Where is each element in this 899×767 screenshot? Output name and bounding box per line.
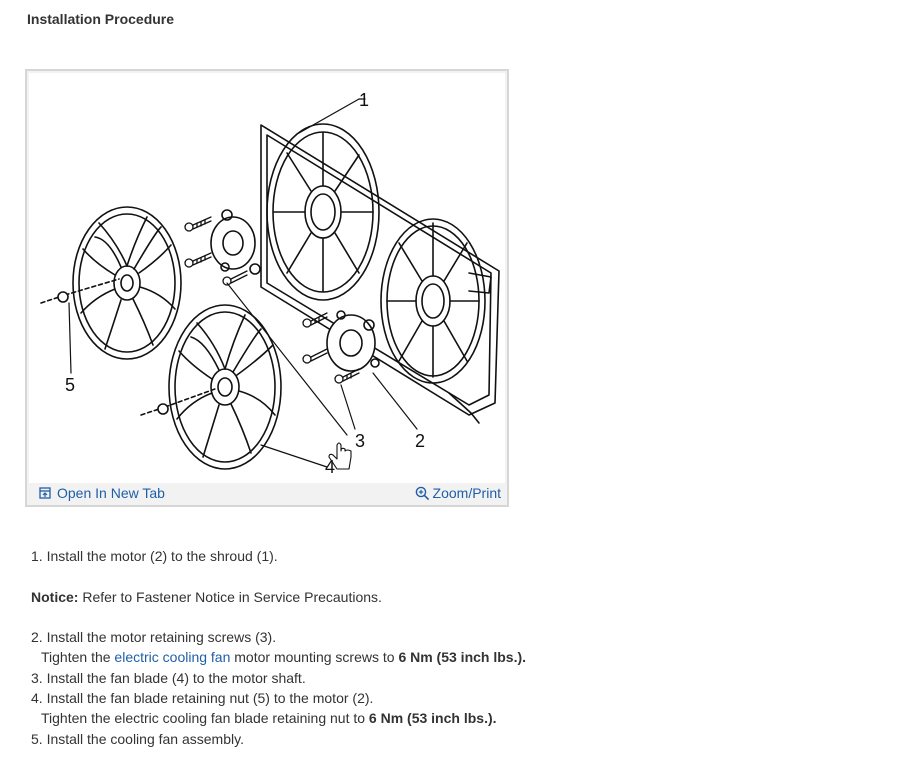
step-5: 5. Install the cooling fan assembly. xyxy=(31,730,244,747)
figure-toolbar: Open In New Tab Zoom/Print xyxy=(27,483,507,505)
torque-value: 6 Nm (53 inch lbs.). xyxy=(368,710,497,727)
notice-text: Refer to Fastener Notice in Service Prec… xyxy=(78,588,382,605)
zoom-print-link[interactable]: Zoom/Print xyxy=(415,485,501,501)
callout-2: 2 xyxy=(415,431,425,451)
fan-blade-upper xyxy=(72,206,182,360)
lower-motor-part xyxy=(326,310,380,372)
fan-blade-lower xyxy=(168,304,282,470)
step-4: 4. Install the fan blade retaining nut (… xyxy=(31,690,374,707)
figure-panel: 1 2 3 4 5 Open In New Tab xyxy=(25,69,509,507)
open-in-new-tab-link[interactable]: Open In New Tab xyxy=(39,485,165,501)
torque-value: 6 Nm (53 inch lbs.). xyxy=(398,649,527,666)
step-2-torque: Tighten the electric cooling fan motor m… xyxy=(41,649,527,666)
notice-label: Notice: xyxy=(31,588,79,605)
zoom-print-label: Zoom/Print xyxy=(432,485,501,501)
exploded-view-illustration: 1 2 3 4 5 xyxy=(40,90,500,477)
electric-cooling-fan-link[interactable]: electric cooling fan xyxy=(114,649,231,666)
cooling-fan-diagram[interactable]: 1 2 3 4 5 xyxy=(29,73,505,483)
procedure-steps: 1. Install the motor (2) to the shroud (… xyxy=(31,546,871,749)
open-new-tab-icon xyxy=(39,487,51,499)
callout-leaders xyxy=(68,98,418,468)
zoom-icon xyxy=(415,486,430,501)
callout-3: 3 xyxy=(355,431,365,451)
retaining-nuts xyxy=(40,278,216,416)
step-2: 2. Install the motor retaining screws (3… xyxy=(31,629,277,646)
page-title: Installation Procedure xyxy=(27,11,175,27)
step-3: 3. Install the fan blade (4) to the moto… xyxy=(31,669,306,686)
callout-5: 5 xyxy=(65,375,75,395)
notice: Notice: Refer to Fastener Notice in Serv… xyxy=(31,587,871,607)
open-in-new-tab-label: Open In New Tab xyxy=(57,485,165,501)
callout-1: 1 xyxy=(359,90,369,110)
shroud-part xyxy=(260,123,500,424)
step-4-torque: Tighten the electric cooling fan blade r… xyxy=(41,710,497,727)
upper-motor-part xyxy=(210,209,261,275)
hand-cursor-icon xyxy=(328,442,352,470)
step-1: 1. Install the motor (2) to the shroud (… xyxy=(31,548,278,564)
callout-4: 4 xyxy=(325,457,335,477)
retaining-screws xyxy=(184,216,360,384)
